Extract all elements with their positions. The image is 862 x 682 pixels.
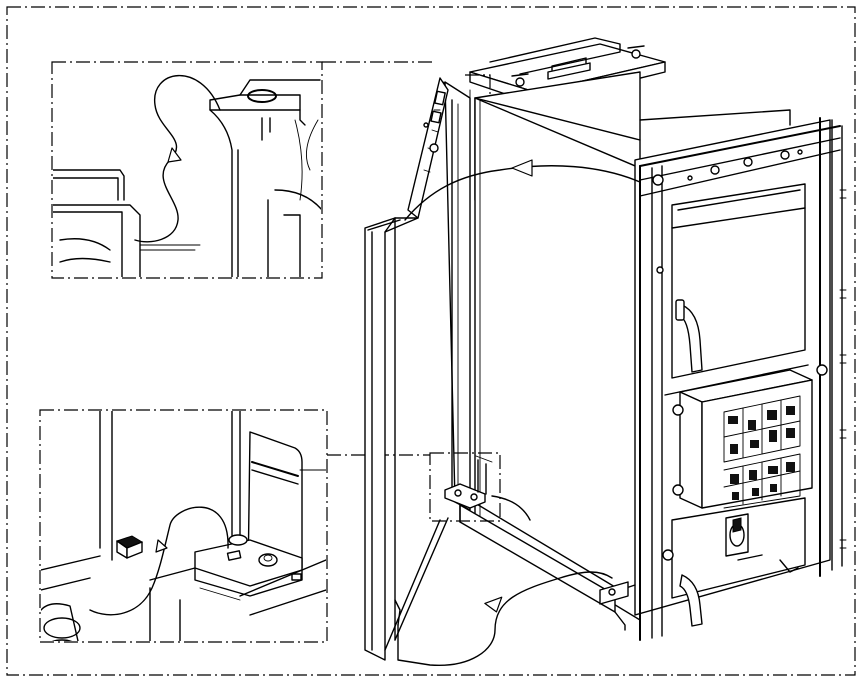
top-hinge-marker (465, 74, 491, 98)
door-panel (364, 74, 501, 661)
detail-bottom-frame (39, 409, 328, 643)
bottom-hinge-marker (429, 452, 501, 522)
detail-bottom-hinge (39, 409, 328, 643)
swing-arrows (397, 159, 641, 666)
outer-frame (6, 6, 856, 676)
cabinet (459, 71, 847, 641)
detail-top-frame (51, 61, 323, 279)
detail-top-hinge (51, 61, 323, 279)
